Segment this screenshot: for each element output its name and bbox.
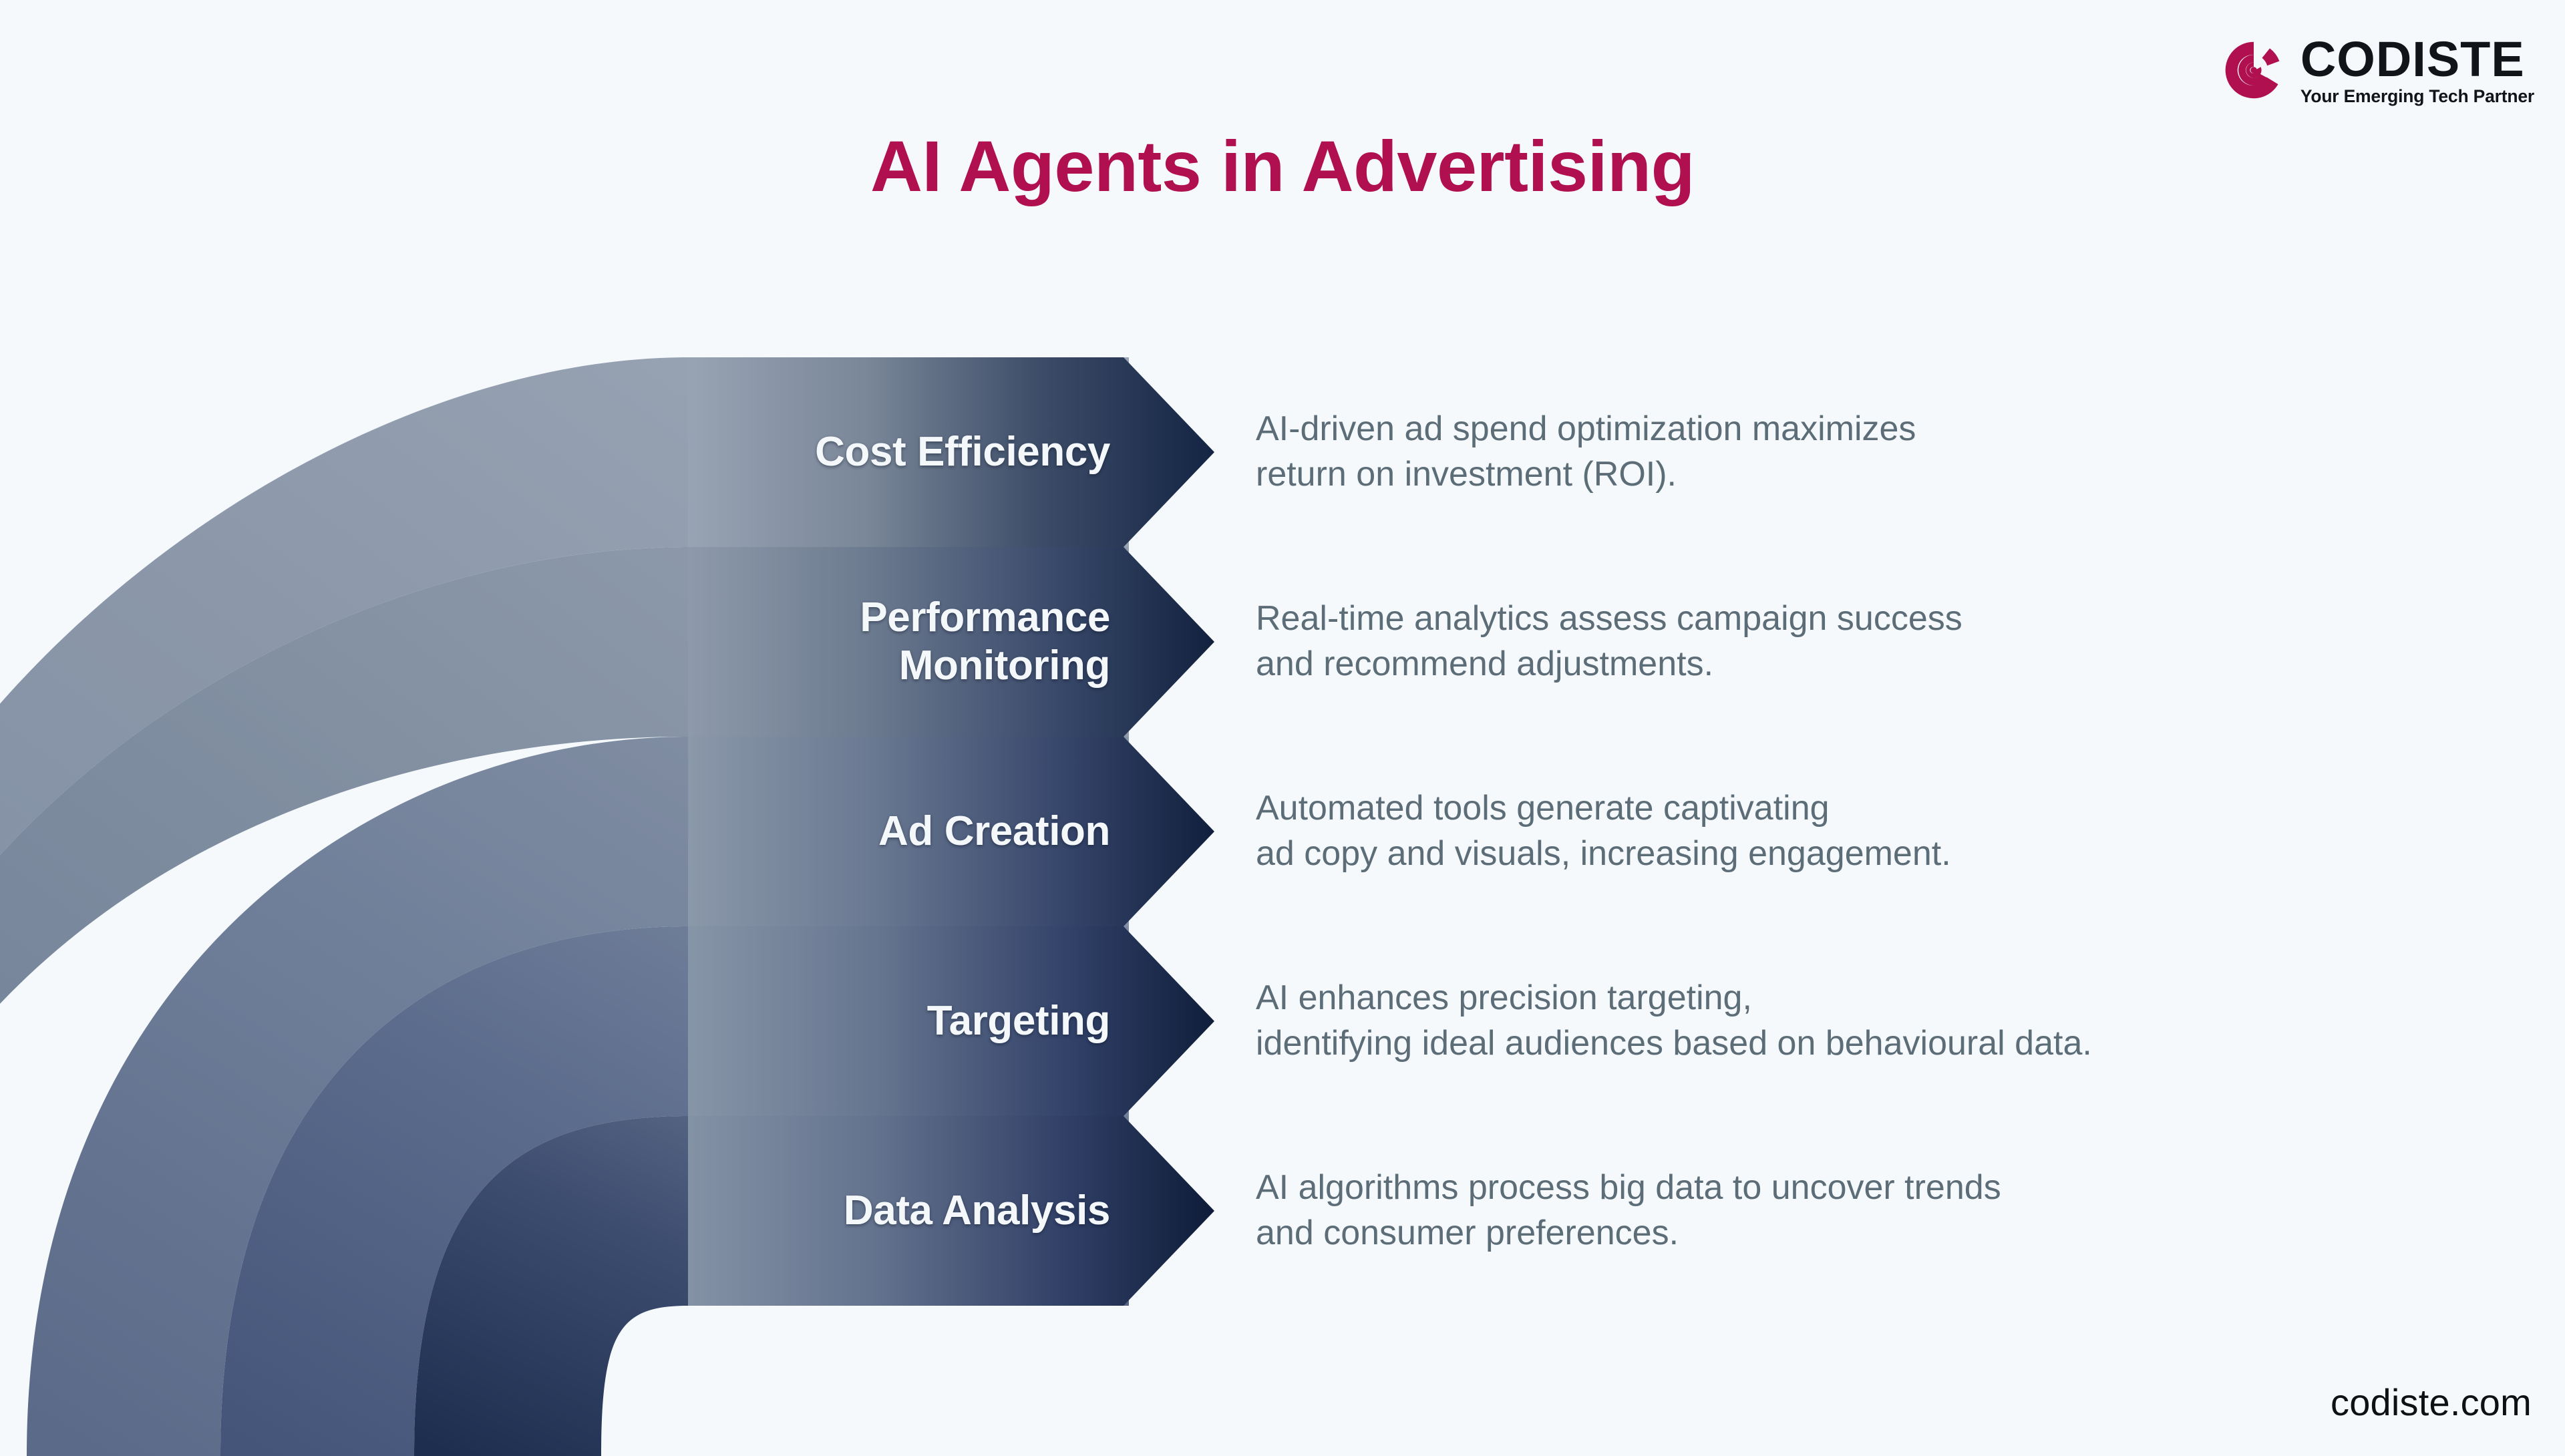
band-description-3: Automated tools generate captivating ad …: [1256, 737, 2512, 926]
list-item-5[interactable]: Data Analysis AI algorithms process big …: [0, 1116, 2565, 1306]
label-line: Performance: [860, 594, 1110, 641]
description-line: Automated tools generate captivating: [1256, 789, 1830, 828]
label-line: Cost Efficiency: [815, 429, 1110, 476]
description-line: ad copy and visuals, increasing engageme…: [1256, 834, 1951, 873]
band-description-1: AI-driven ad spend optimization maximize…: [1256, 357, 2512, 547]
band-label-1[interactable]: Cost Efficiency: [0, 357, 1129, 547]
band-description-5: AI algorithms process big data to uncove…: [1256, 1116, 2512, 1306]
band-label-3[interactable]: Ad Creation: [0, 737, 1129, 926]
label-line: Data Analysis: [843, 1188, 1111, 1234]
list-item-3[interactable]: Ad Creation Automated tools generate cap…: [0, 737, 2565, 926]
label-line: Targeting: [926, 998, 1111, 1045]
description-line: AI algorithms process big data to uncove…: [1256, 1168, 2001, 1208]
description-line: identifying ideal audiences based on beh…: [1256, 1024, 2092, 1063]
list-item-4[interactable]: Targeting AI enhances precision targetin…: [0, 926, 2565, 1116]
label-text-2: Performance Monitoring: [860, 594, 1110, 690]
description-line: and recommend adjustments.: [1256, 645, 1714, 683]
band-label-5[interactable]: Data Analysis: [0, 1116, 1129, 1306]
website-url[interactable]: codiste.com: [2331, 1381, 2532, 1423]
label-text-3: Ad Creation: [878, 807, 1110, 856]
band-description-2: Real-time analytics assess campaign succ…: [1256, 547, 2512, 737]
description-line: AI-driven ad spend optimization maximize…: [1256, 409, 1916, 449]
logo-wordmark: CODISTE: [2300, 31, 2525, 87]
description-line: Real-time analytics assess campaign succ…: [1256, 599, 1962, 639]
band-label-4[interactable]: Targeting: [0, 926, 1129, 1116]
list-item-2[interactable]: Performance Monitoring Real-time analyti…: [0, 547, 2565, 737]
description-line: and consumer preferences.: [1256, 1214, 1679, 1252]
logo-tagline: Your Emerging Tech Partner: [2300, 86, 2534, 106]
description-line: AI enhances precision targeting,: [1256, 978, 1752, 1018]
band-label-2[interactable]: Performance Monitoring: [0, 547, 1129, 737]
label-line: Ad Creation: [878, 808, 1110, 855]
label-text-5: Data Analysis: [843, 1187, 1111, 1235]
codiste-logo[interactable]: CODISTE Your Emerging Tech Partner: [2222, 35, 2534, 106]
label-text-4: Targeting: [926, 997, 1111, 1045]
list-item-1[interactable]: Cost Efficiency AI-driven ad spend optim…: [0, 357, 2565, 547]
label-text-1: Cost Efficiency: [815, 428, 1110, 476]
label-line: Monitoring: [898, 643, 1111, 689]
description-line: return on investment (ROI).: [1256, 455, 1677, 494]
page-title: AI Agents in Advertising: [870, 126, 1695, 206]
band-description-4: AI enhances precision targeting, identif…: [1256, 926, 2512, 1116]
codiste-target-c-icon: [2225, 41, 2280, 98]
